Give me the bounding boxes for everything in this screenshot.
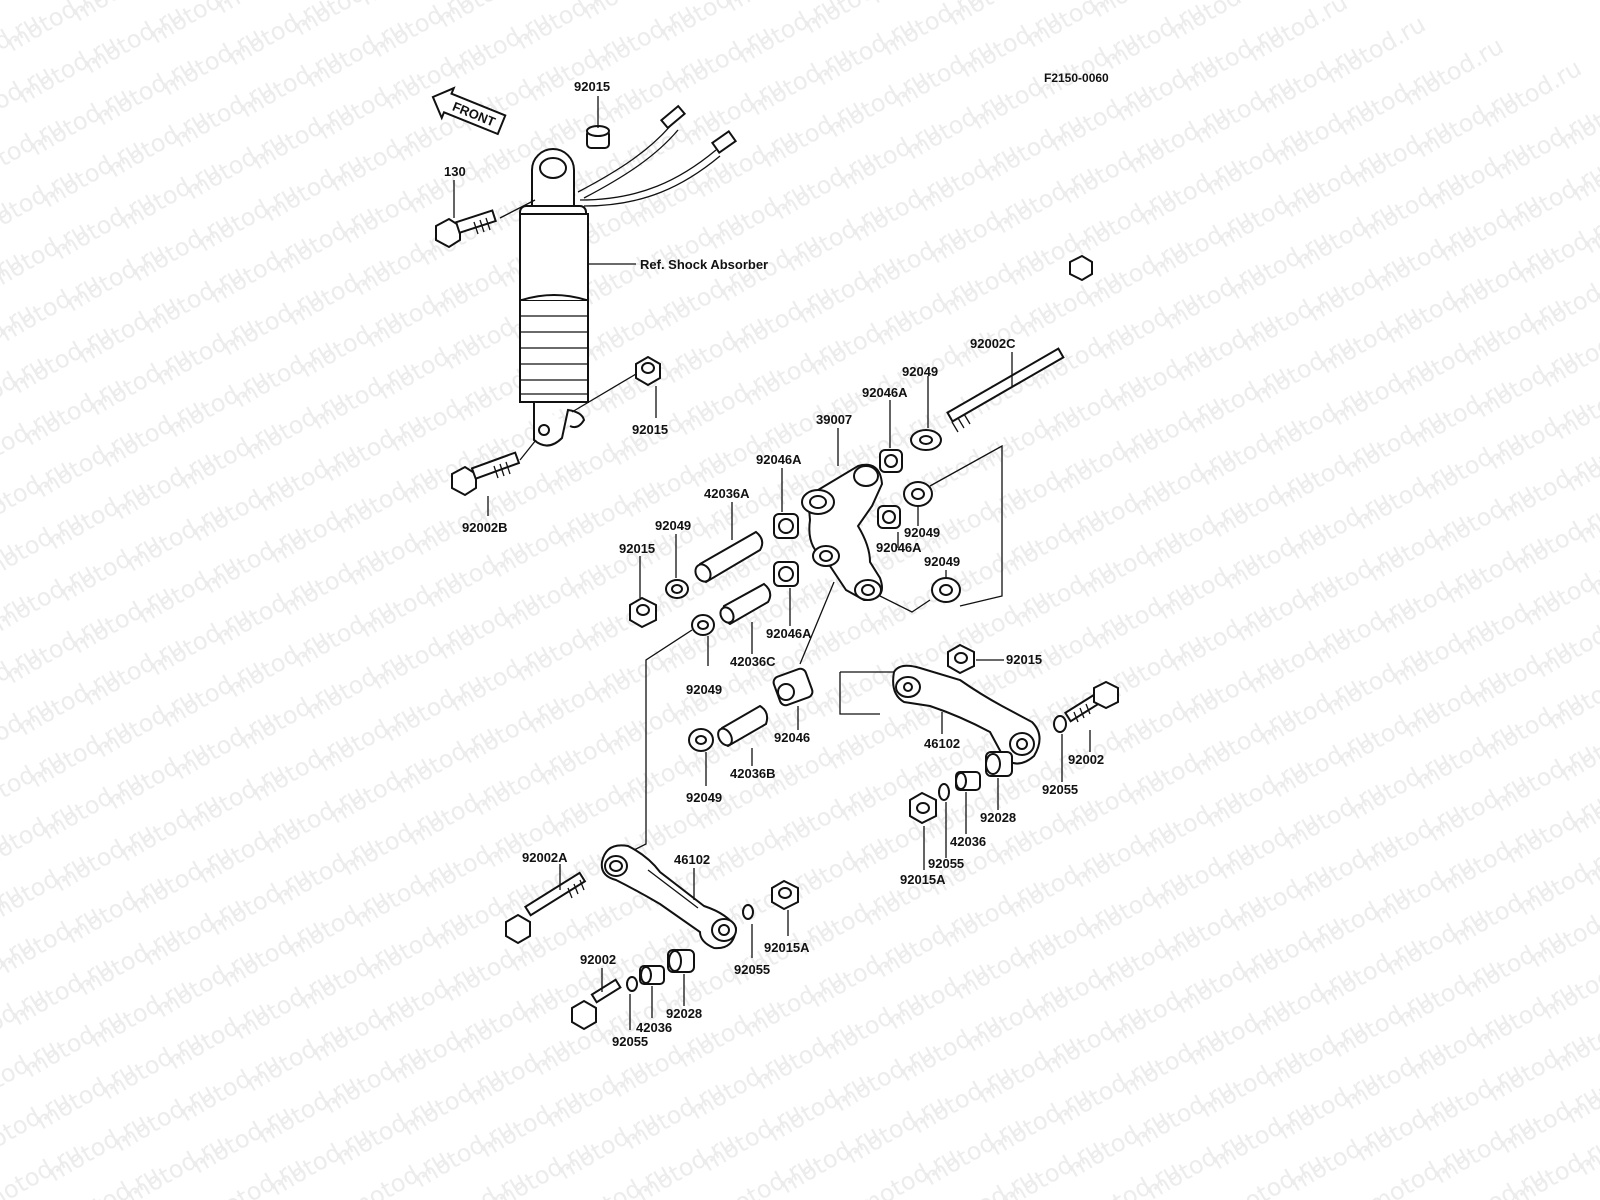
bolt-92002-right [1063, 680, 1119, 723]
part-label: 92049 [655, 518, 691, 533]
part-label: 92049 [904, 525, 940, 540]
part-label: 92055 [1042, 782, 1078, 797]
part-label: 92002A [522, 850, 568, 865]
sleeve-42036-left [639, 965, 665, 985]
part-label: 92015 [619, 541, 655, 556]
bushing-92046A-d [773, 561, 799, 587]
bolt-130 [435, 209, 497, 249]
part-label: 92049 [686, 790, 722, 805]
collar-92028-right [985, 751, 1013, 777]
part-label: 92049 [924, 554, 960, 569]
spacer-92049-b [665, 579, 689, 599]
o-ring-92055-left-1 [742, 904, 754, 920]
part-number-labels: 92015 130 92015 92002B 92002C 92049 9204… [444, 79, 1104, 1049]
o-ring-92055-left-2 [626, 976, 638, 992]
bolt-92002-left [571, 978, 622, 1031]
shock-absorber [519, 104, 738, 447]
nut-92015-shock [635, 355, 661, 387]
part-label: 92046A [756, 452, 802, 467]
sleeve-42036C [719, 582, 772, 626]
collar-92015-top [586, 125, 610, 149]
part-label: 92046 [774, 730, 810, 745]
bushing-92046A-c [877, 505, 901, 529]
o-ring-92055-right-1 [1053, 715, 1067, 733]
part-label: 130 [444, 164, 466, 179]
bushing-92046A-b [773, 513, 799, 539]
nut-92015-c [629, 596, 657, 629]
part-label: 92028 [980, 810, 1016, 825]
spacer-92049-e [691, 614, 715, 636]
part-label: 92046A [862, 385, 908, 400]
part-label: 92015 [1006, 652, 1042, 667]
part-label: 42036B [730, 766, 776, 781]
tie-rod-46102-left [600, 844, 738, 950]
sleeve-42036A [694, 530, 764, 584]
part-label: 92046A [876, 540, 922, 555]
nut-92015A-right [909, 791, 937, 825]
bolt-92002B [451, 451, 521, 497]
part-label: 92002C [970, 336, 1016, 351]
bolt-92002C [946, 254, 1093, 433]
part-label: 92046A [766, 626, 812, 641]
bushing-92046 [772, 667, 814, 707]
part-label: 92055 [928, 856, 964, 871]
tie-rod-46102-right [892, 664, 1041, 765]
part-label: 92002 [580, 952, 616, 967]
diagram-code: F2150-0060 [1044, 71, 1109, 85]
ref-shock-absorber-label: Ref. Shock Absorber [640, 257, 768, 272]
part-label: 92015A [900, 872, 946, 887]
part-label: 92049 [902, 364, 938, 379]
part-label: 39007 [816, 412, 852, 427]
spacer-92049-f [688, 728, 714, 752]
nut-92015A-left [771, 879, 799, 911]
part-label: 92015A [764, 940, 810, 955]
sleeve-42036B [717, 704, 769, 748]
bushing-92046A-a [879, 449, 903, 473]
part-label: 92002B [462, 520, 508, 535]
part-label: 92055 [734, 962, 770, 977]
spacer-92049-a [910, 429, 942, 451]
part-label: 42036C [730, 654, 776, 669]
part-label: 42036A [704, 486, 750, 501]
collar-92028-left [667, 949, 695, 973]
part-label: 92028 [666, 1006, 702, 1021]
spacer-92049-c [903, 481, 933, 507]
part-label: 46102 [674, 852, 710, 867]
sleeve-42036-right [955, 771, 981, 791]
part-label: 42036 [950, 834, 986, 849]
part-label: 92015 [574, 79, 610, 94]
rocker-arm-39007 [801, 463, 884, 602]
o-ring-92055-right-2 [938, 783, 950, 801]
part-label: 46102 [924, 736, 960, 751]
part-label: 92015 [632, 422, 668, 437]
part-label: 42036 [636, 1020, 672, 1035]
watermark-text: motod.ru [0, 1138, 86, 1200]
part-label: 92002 [1068, 752, 1104, 767]
part-label: 92055 [612, 1034, 648, 1049]
bolt-92002A [505, 871, 587, 945]
nut-92015-d [947, 643, 975, 675]
part-label: 92049 [686, 682, 722, 697]
spacer-92049-d [931, 577, 961, 603]
